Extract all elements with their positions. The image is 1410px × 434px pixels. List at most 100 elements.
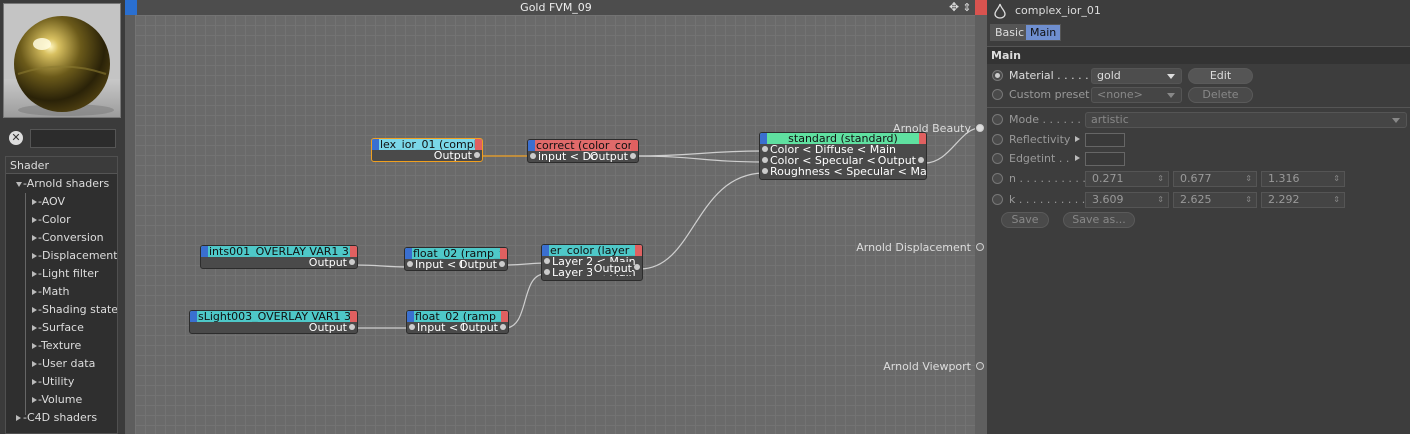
stepper-icon[interactable]: ⇕ [1333,195,1340,204]
expand-arrow-icon[interactable] [32,325,37,331]
output-port[interactable] [918,157,924,163]
input-port[interactable] [530,153,536,159]
material-radio[interactable] [992,70,1003,81]
stepper-icon[interactable]: ⇕ [1157,174,1164,183]
n-g-field[interactable]: 0.677 ⇕ [1173,171,1257,187]
stepper-icon[interactable]: ⇕ [1157,195,1164,204]
expand-arrow-icon[interactable] [32,235,37,241]
output-port[interactable] [349,259,355,265]
tab-main[interactable]: Main [1025,24,1062,41]
zoom-fit-icon[interactable]: ⇕ [962,1,972,14]
tree-item-arnold-shaders[interactable]: -Arnold shaders [23,177,110,190]
expand-arrow-icon[interactable] [32,397,37,403]
material-dropdown[interactable]: gold [1091,68,1182,84]
expand-arrow-icon[interactable] [32,307,37,313]
output-port[interactable] [500,324,506,330]
tree-item-surface[interactable]: -Surface [38,321,84,334]
n-r-field[interactable]: 0.271⇕ [1085,171,1169,187]
expand-arrow-icon[interactable] [32,217,37,223]
tab-basic[interactable]: Basic [990,24,1030,41]
input-port[interactable] [409,324,415,330]
save-as-button[interactable]: Save as... [1063,212,1135,228]
expand-arrow-icon[interactable] [32,199,37,205]
output-port[interactable] [474,152,480,158]
node-name: complex_ior_01 [1015,4,1101,17]
tree-item-user-data[interactable]: -User data [38,357,96,370]
custom-preset-radio[interactable] [992,89,1003,100]
output-port[interactable] [630,153,636,159]
node-layer-color[interactable]: er_color (layer_co Layer 2 < Main Layer … [541,244,643,281]
n-b-field[interactable]: 1.316⇕ [1261,171,1345,187]
input-port[interactable] [407,261,413,267]
node-complex-ior[interactable]: lex_ior_01 (comple Output [371,138,483,162]
input-port[interactable] [544,269,550,275]
node-slight003-texture[interactable]: sLight003_OVERLAY VAR1 3K Output [189,310,358,334]
reflectivity-radio[interactable] [992,134,1003,145]
mode-dropdown[interactable]: artistic [1085,112,1407,128]
stepper-icon[interactable]: ⇕ [1245,174,1252,183]
expand-arrow-icon[interactable] [32,361,37,367]
tree-item-shading-state[interactable]: -Shading state [38,303,118,316]
input-port[interactable] [762,168,768,174]
tree-item-texture[interactable]: -Texture [38,339,82,352]
mode-radio[interactable] [992,114,1003,125]
node-canvas[interactable]: lex_ior_01 (comple Output correct (color… [135,15,975,434]
tree-item-conversion[interactable]: -Conversion [38,231,104,244]
n-radio[interactable] [992,173,1003,184]
tree-item-math[interactable]: -Math [38,285,70,298]
k-radio[interactable] [992,194,1003,205]
expand-arrow-icon[interactable] [32,253,37,259]
reflectivity-color-swatch[interactable] [1085,133,1125,147]
expand-arrow-icon[interactable] [32,271,37,277]
expand-arrow-icon[interactable] [16,182,22,187]
expand-arrow-icon[interactable] [16,415,21,421]
tree-item-aov[interactable]: -AOV [38,195,66,208]
tree-item-color[interactable]: -Color [38,213,71,226]
edit-button[interactable]: Edit [1188,68,1253,84]
pan-icon[interactable]: ✥ [948,0,960,14]
search-input[interactable] [30,129,116,148]
output-port[interactable] [499,261,505,267]
row-custom-preset: Custom preset <none> Delete [987,85,1410,105]
output-port[interactable] [349,324,355,330]
tree-item-displacement[interactable]: -Displacement [38,249,118,262]
arnold-beauty-port[interactable] [976,124,984,132]
row-material: Material . . . . . . gold Edit [987,66,1410,86]
k-g-field[interactable]: 2.625⇕ [1173,192,1257,208]
arnold-displacement-port[interactable] [976,243,984,251]
expand-arrow-icon[interactable] [32,343,37,349]
edgetint-radio[interactable] [992,153,1003,164]
expand-arrow-icon[interactable] [32,379,37,385]
node-standard[interactable]: standard (standard) Color < Diffuse < Ma… [759,132,927,180]
k-r-field[interactable]: 3.609⇕ [1085,192,1169,208]
input-port[interactable] [762,146,768,152]
stepper-icon[interactable]: ⇕ [1333,174,1340,183]
input-port[interactable] [544,258,550,264]
save-button[interactable]: Save [1001,212,1049,228]
arnold-viewport-port[interactable] [976,362,984,370]
reflectivity-label: Reflectivity [1009,133,1071,146]
n-g-value: 0.677 [1180,172,1212,185]
output-port-label: Output [875,155,916,166]
clear-icon[interactable]: ✕ [9,131,23,145]
custom-preset-dropdown[interactable]: <none> [1091,87,1182,103]
node-ints001-texture[interactable]: ints001_OVERLAY VAR1 3K Output [200,245,358,269]
delete-button[interactable]: Delete [1188,87,1253,103]
expand-arrow-icon[interactable] [32,289,37,295]
tree-item-volume[interactable]: -Volume [38,393,83,406]
output-port[interactable] [634,264,640,270]
expand-arrow-icon[interactable] [1075,155,1080,161]
edgetint-color-swatch[interactable] [1085,152,1125,166]
tree-item-utility[interactable]: -Utility [38,375,75,388]
tree-item-c4d-shaders[interactable]: -C4D shaders [23,411,98,424]
input-port[interactable] [762,157,768,163]
expand-arrow-icon[interactable] [1075,136,1080,142]
stepper-icon[interactable]: ⇕ [1245,195,1252,204]
node-title: er_color (layer_co [550,245,642,256]
wire-float-to-layer2 [504,262,546,266]
k-b-field[interactable]: 2.292⇕ [1261,192,1345,208]
tree-item-light-filter[interactable]: -Light filter [38,267,99,280]
